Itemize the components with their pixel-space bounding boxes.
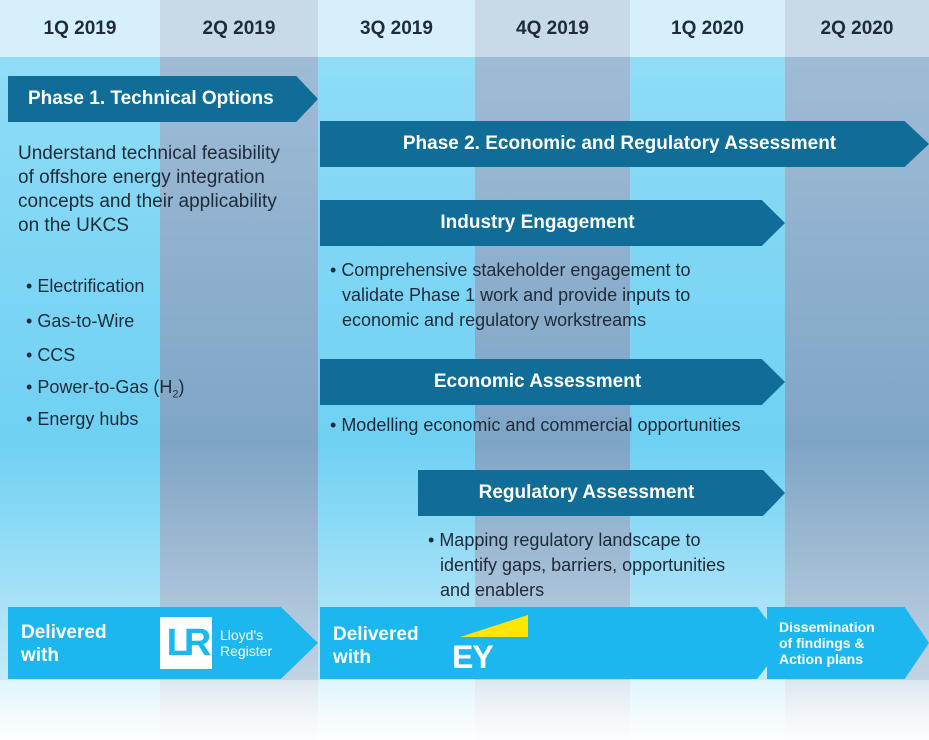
phase2-title: Phase 2. Economic and Regulatory Assessm… xyxy=(402,133,837,154)
industry-engagement-title: Industry Engagement xyxy=(440,212,635,233)
economic-assessment-text: Modelling economic and commercial opport… xyxy=(330,415,740,436)
dissemination-arrow: Dissemination of findings & Action plans xyxy=(767,607,929,679)
description-line: on the UKCS xyxy=(18,215,129,236)
industry-engagement-arrow: Industry Engagement xyxy=(320,200,785,246)
phase2-arrow: Phase 2. Economic and Regulatory Assessm… xyxy=(320,121,929,167)
quarter-header: 2Q 2019 xyxy=(202,17,276,39)
bullet-ccs: CCS xyxy=(26,345,75,366)
ey-logo-text: EY xyxy=(452,639,494,675)
text-line: and enablers xyxy=(440,580,545,600)
text-line: validate Phase 1 work and provide inputs… xyxy=(342,285,691,305)
text-line: Mapping regulatory landscape to xyxy=(428,528,725,553)
bottom-fade xyxy=(0,680,929,740)
dissemination-text: Dissemination of findings & Action plans xyxy=(779,619,875,667)
phase1-arrow: Phase 1. Technical Options xyxy=(8,76,318,122)
quarter-header: 1Q 2019 xyxy=(43,17,117,39)
economic-assessment-arrow: Economic Assessment xyxy=(320,359,785,405)
quarter-header: 1Q 2020 xyxy=(671,17,744,39)
bullet-energy-hubs: Energy hubs xyxy=(26,409,138,430)
delivered-label: Delivered with xyxy=(333,624,419,668)
delivered-with-lr-arrow: Delivered with LR Lloyd's Register xyxy=(8,607,318,679)
quarter-header: 4Q 2019 xyxy=(516,17,589,39)
bullet-electrification: Electrification xyxy=(26,276,144,297)
regulatory-assessment-title: Regulatory Assessment xyxy=(478,482,695,503)
text-line: Comprehensive stakeholder engagement to xyxy=(330,258,690,283)
regulatory-assessment-text: Mapping regulatory landscape to identify… xyxy=(428,528,725,603)
text-line: economic and regulatory workstreams xyxy=(342,310,647,330)
description-line: Understand technical feasibility xyxy=(18,143,280,164)
lr-mark: LR xyxy=(166,622,212,664)
delivered-with-ey-arrow: Delivered with EY xyxy=(320,607,785,679)
delivered-label: Delivered with xyxy=(21,622,107,666)
lloyds-register-logo: LR xyxy=(160,617,212,669)
bullet-power-to-gas: Power-to-Gas (H2) xyxy=(26,377,184,401)
h2-subscript: 2 xyxy=(172,388,179,401)
description-line: concepts and their applicability xyxy=(18,191,277,212)
text-line: identify gaps, barriers, opportunities xyxy=(440,555,726,575)
industry-engagement-text: Comprehensive stakeholder engagement to … xyxy=(330,258,691,333)
lloyds-register-text: Lloyd's Register xyxy=(220,627,273,659)
quarter-header: 3Q 2019 xyxy=(360,17,433,39)
quarter-header: 2Q 2020 xyxy=(820,17,894,39)
economic-assessment-title: Economic Assessment xyxy=(433,371,642,392)
phase1-description: Understand technical feasibility of offs… xyxy=(18,142,318,238)
description-line: of offshore energy integration xyxy=(18,167,265,188)
ey-beam-shape xyxy=(460,615,528,637)
phase1-title: Phase 1. Technical Options xyxy=(28,88,274,109)
regulatory-assessment-arrow: Regulatory Assessment xyxy=(418,470,785,516)
bullet-gas-to-wire: Gas-to-Wire xyxy=(26,311,134,332)
